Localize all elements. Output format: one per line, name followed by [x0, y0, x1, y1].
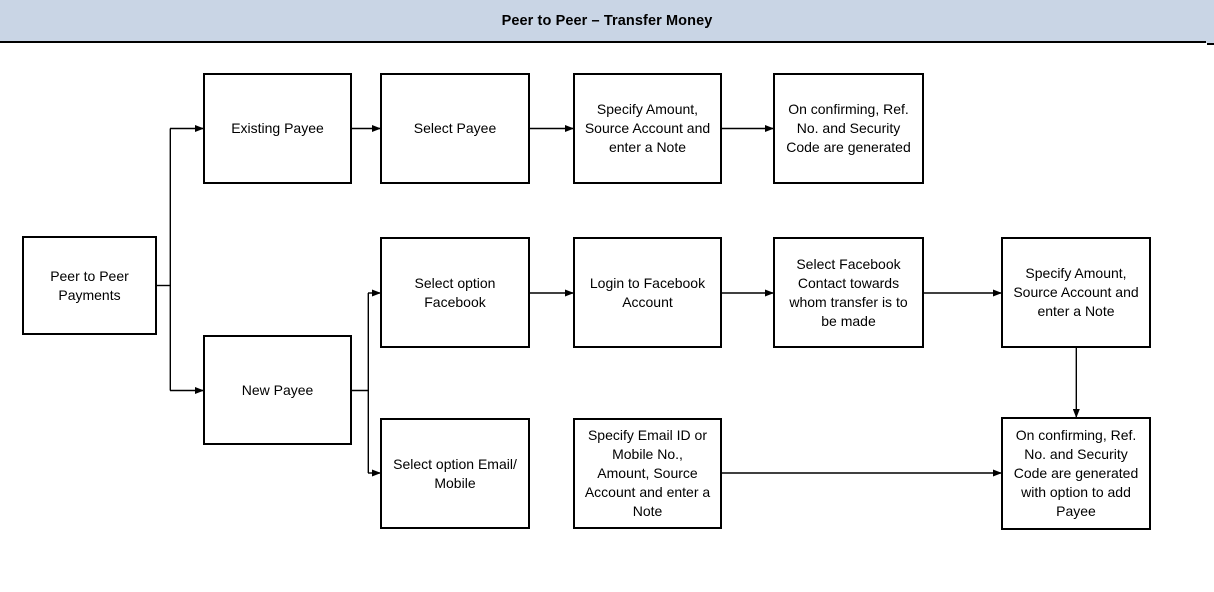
node-peer-to-peer-payments: Peer to Peer Payments — [22, 236, 157, 335]
node-new-payee: New Payee — [203, 335, 352, 445]
page-title: Peer to Peer – Transfer Money — [501, 12, 713, 29]
title-bar-corner-divider — [1207, 43, 1214, 45]
node-existing-payee: Existing Payee — [203, 73, 352, 184]
node-select-payee: Select Payee — [380, 73, 530, 184]
title-bar-corner-notch — [1206, 41, 1214, 43]
node-select-facebook-contact: Select Facebook Contact towards whom tra… — [773, 237, 924, 348]
node-specify-amount-facebook: Specify Amount, Source Account and enter… — [1001, 237, 1151, 348]
node-select-option-email-mobile: Select option Email/ Mobile — [380, 418, 530, 529]
node-login-facebook: Login to Facebook Account — [573, 237, 722, 348]
title-bar: Peer to Peer – Transfer Money — [0, 0, 1214, 41]
node-confirm-existing: On confirming, Ref. No. and Security Cod… — [773, 73, 924, 184]
node-specify-email-mobile: Specify Email ID or Mobile No., Amount, … — [573, 418, 722, 529]
node-select-option-facebook: Select option Facebook — [380, 237, 530, 348]
title-bar-divider — [0, 41, 1206, 43]
node-confirm-new-payee: On confirming, Ref. No. and Security Cod… — [1001, 417, 1151, 530]
node-specify-amount-existing: Specify Amount, Source Account and enter… — [573, 73, 722, 184]
